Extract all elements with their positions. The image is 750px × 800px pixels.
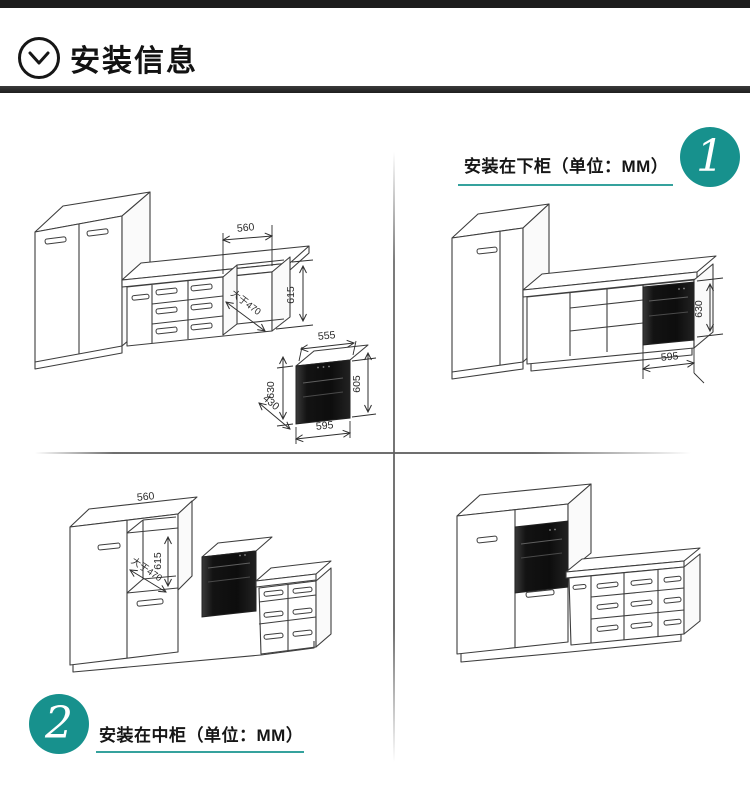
section-label-middle: 安装在中柜（单位：MM） [96, 721, 304, 753]
header-rule [0, 86, 750, 93]
dim-niche-height: 615 [285, 286, 297, 304]
section-lower-text: 安装在下柜（单位：MM） [464, 157, 669, 176]
page-title: 安装信息 [70, 45, 198, 78]
dim-installed-height: 630 [693, 300, 705, 318]
dim-middle-niche-height: 615 [152, 552, 164, 570]
horizontal-divider [35, 452, 691, 454]
dim-appliance-left-height: 630 [265, 381, 277, 399]
diagram-lower-cabinet-installed: 630 595 [451, 203, 724, 384]
vertical-divider [393, 152, 395, 762]
step-2-number: 2 [45, 698, 73, 749]
section-middle-underline [96, 751, 304, 753]
dim-appliance-top: 555 [317, 329, 336, 343]
top-divider-bar [0, 0, 750, 8]
dim-middle-niche-width: 560 [136, 490, 155, 504]
chevron-down-circle-icon [18, 37, 60, 79]
dim-appliance-right-height: 605 [351, 375, 363, 393]
step-2-badge: 2 [29, 694, 89, 754]
diagram-middle-cabinet-open: 560 615 大于470 [69, 490, 332, 673]
diagram-middle-cabinet-installed [456, 483, 701, 663]
dim-appliance-depth: 430 [260, 392, 281, 413]
section-lower-underline [458, 184, 673, 186]
step-1-badge: 1 [680, 127, 740, 187]
dim-installed-width: 595 [660, 350, 679, 364]
diagram-appliance-dimensions: 555 630 605 430 595 [259, 329, 377, 444]
dim-niche-width: 560 [236, 221, 255, 235]
step-1-number: 1 [696, 131, 724, 182]
diagram-lower-cabinet-open: 560 615 大于470 [34, 191, 314, 370]
section-label-lower: 安装在下柜（单位：MM） [458, 152, 673, 186]
dim-appliance-bottom: 595 [315, 419, 334, 433]
section-middle-text: 安装在中柜（单位：MM） [99, 726, 304, 745]
